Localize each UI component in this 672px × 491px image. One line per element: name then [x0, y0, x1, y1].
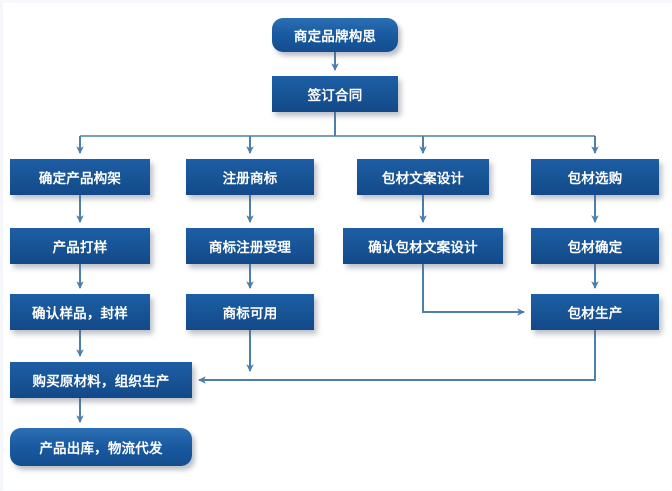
- flow-node-n5[interactable]: 包材文案设计: [357, 159, 489, 195]
- flow-node-n15[interactable]: 产品出库，物流代发: [10, 428, 192, 466]
- flow-node-label: 商定品牌构思: [293, 29, 377, 45]
- flow-node-label: 确定产品构架: [38, 171, 122, 187]
- flow-node-n1[interactable]: 商定品牌构思: [272, 18, 398, 52]
- flow-node-label: 购买原材料，组织生产: [32, 374, 170, 390]
- connector-n13-n14: [198, 330, 596, 384]
- flow-node-label: 产品打样: [52, 240, 108, 256]
- flow-node-n7[interactable]: 产品打样: [10, 228, 150, 264]
- flow-node-n13[interactable]: 包材生产: [531, 294, 659, 330]
- flow-node-n3[interactable]: 确定产品构架: [10, 159, 150, 195]
- flow-node-label: 商标注册受理: [208, 240, 292, 256]
- flow-node-label: 签订合同: [307, 88, 363, 104]
- flow-node-label: 包材生产: [567, 306, 623, 322]
- flow-node-label: 商标可用: [222, 306, 278, 322]
- flow-node-n2[interactable]: 签订合同: [272, 76, 398, 112]
- flow-node-label: 包材选购: [567, 171, 623, 187]
- flow-node-n8[interactable]: 商标注册受理: [186, 228, 314, 264]
- flow-node-label: 确认包材文案设计: [368, 240, 478, 256]
- flow-node-n12[interactable]: 商标可用: [186, 294, 314, 330]
- flow-node-n9[interactable]: 确认包材文案设计: [343, 228, 503, 264]
- flow-node-n6[interactable]: 包材选购: [531, 159, 659, 195]
- flow-node-label: 包材确定: [567, 240, 623, 256]
- flow-node-n14[interactable]: 购买原材料，组织生产: [10, 362, 192, 398]
- flow-node-n4[interactable]: 注册商标: [186, 159, 314, 195]
- connector-n9-n13: [422, 264, 525, 316]
- flow-node-label: 注册商标: [222, 171, 278, 187]
- flow-node-n11[interactable]: 确认样品，封样: [10, 294, 150, 330]
- flow-node-label: 产品出库，物流代发: [39, 441, 163, 457]
- flow-node-label: 包材文案设计: [381, 171, 465, 187]
- flow-node-label: 确认样品，封样: [32, 306, 128, 322]
- flow-node-n10[interactable]: 包材确定: [531, 228, 659, 264]
